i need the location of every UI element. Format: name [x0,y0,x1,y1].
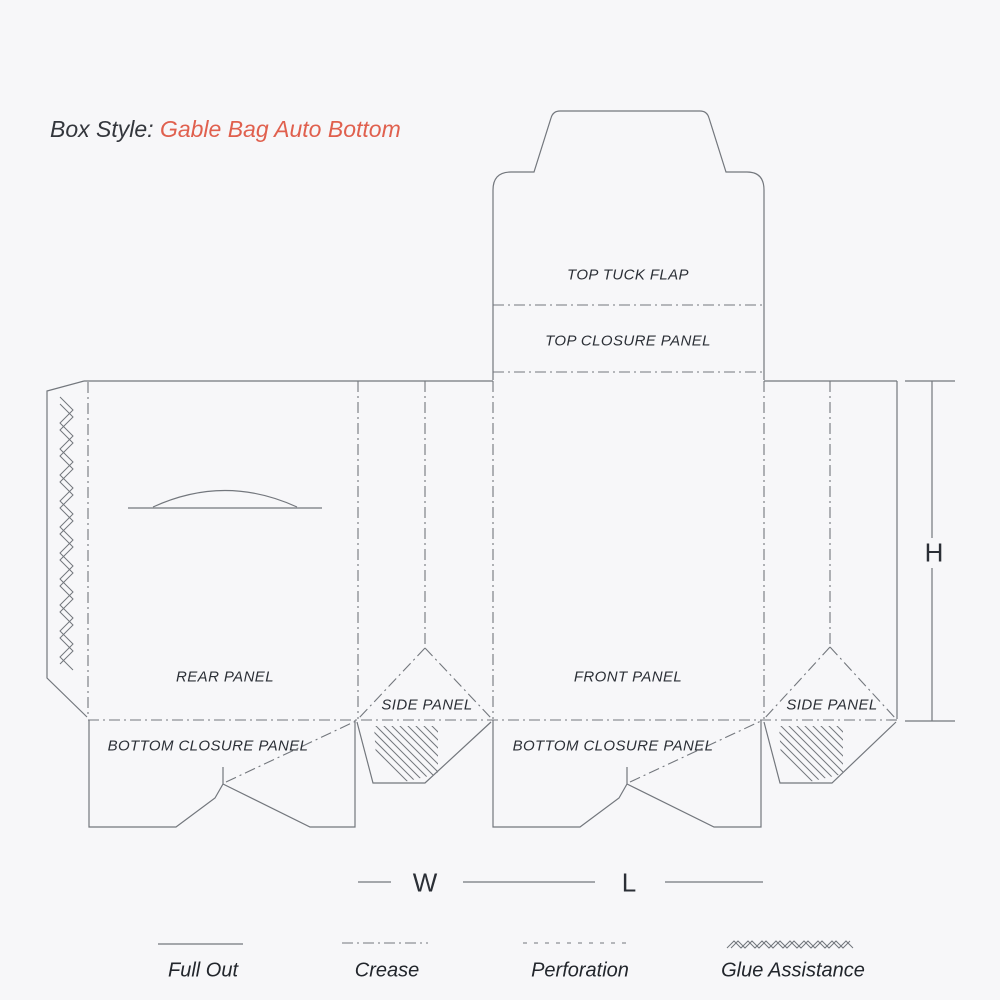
handle-arc [152,489,298,508]
label-side-panel-right: SIDE PANEL [786,696,878,714]
label-front-panel: FRONT PANEL [573,668,683,686]
dimension-length: L [621,867,637,898]
glue-assistance-lines [59,396,854,949]
side-tab-left-outline [356,721,492,784]
label-top-tuck-flap: TOP TUCK FLAP [567,266,689,284]
glue-flap-zigzag-b [59,403,74,665]
label-side-panel-left: SIDE PANEL [381,696,473,714]
crease-autobottom-left [225,720,357,783]
cut-lines [46,110,955,945]
title-prefix: Box Style: [50,116,160,142]
legend-glue-sample-a [726,940,854,949]
dimension-height: H [924,537,944,568]
label-top-closure-panel: TOP CLOSURE PANEL [545,332,711,350]
side-tab-right-hatch [779,726,843,788]
tuck-flap-outline [492,110,765,380]
crease-gusset-left-b [424,647,493,720]
label-bottom-closure-right: BOTTOM CLOSURE PANEL [512,737,714,755]
glue-flap-outline [46,380,88,718]
bottom-closure-right-outline-a [492,720,628,828]
legend-label-glue-assistance: Glue Assistance [721,959,865,982]
bottom-closure-left-outline-b [222,720,356,828]
crease-gusset-left-a [357,647,426,720]
legend-glue-sample-b [730,940,851,949]
label-rear-panel: REAR PANEL [176,668,274,686]
height-dimension [905,380,955,722]
legend-label-perforation: Perforation [531,959,629,982]
crease-lines [87,304,898,944]
crease-gusset-right-b [829,646,897,720]
bottom-closure-right-outline-b [626,720,762,828]
label-bottom-closure-left: BOTTOM CLOSURE PANEL [107,737,309,755]
crease-autobottom-right [629,720,762,783]
page-title: Box Style: Gable Bag Auto Bottom [50,116,401,143]
dimension-width: W [412,867,438,898]
side-tab-right-outline [763,721,897,784]
glue-flap-zigzag-a [59,396,74,671]
legend-label-full-out: Full Out [167,959,239,982]
crease-gusset-right-a [763,646,831,720]
title-box-style: Gable Bag Auto Bottom [159,116,401,142]
legend-label-crease: Crease [354,959,420,982]
bottom-closure-left-outline-a [88,720,224,828]
side-tab-left-hatch [374,726,438,788]
